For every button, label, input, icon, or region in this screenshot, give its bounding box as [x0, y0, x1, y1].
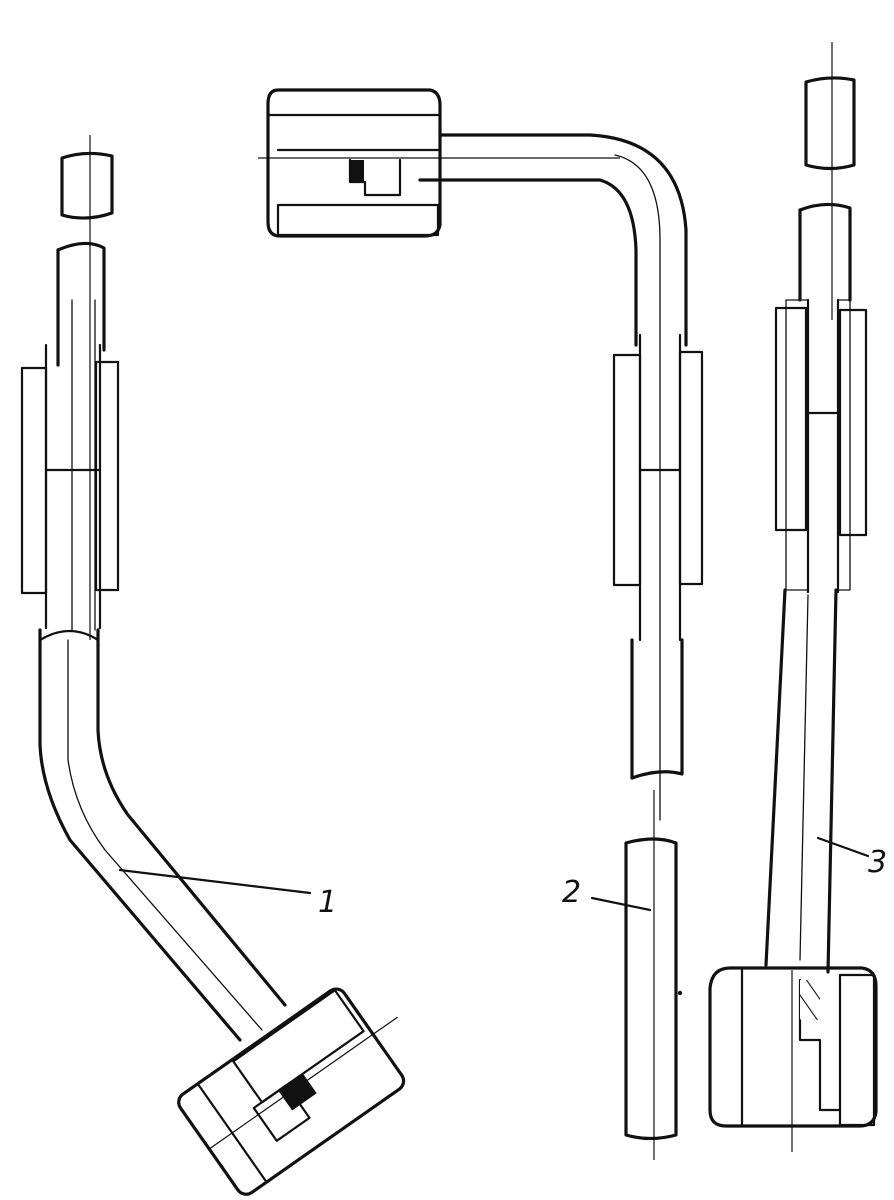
union-nut-2 — [258, 88, 620, 238]
union-nut-3 — [708, 966, 878, 1152]
braided-sleeve-3 — [774, 298, 868, 594]
callout-2: 2 — [562, 875, 652, 912]
pipe-2 — [258, 88, 704, 1160]
pipe-1 — [20, 135, 406, 1196]
braided-sleeve-2 — [612, 333, 704, 642]
callout-3-number: 3 — [868, 845, 887, 880]
pipe-3 — [708, 42, 878, 1152]
callout-1-number: 1 — [318, 885, 337, 920]
callout-1: 1 — [118, 868, 337, 920]
braided-sleeve-1 — [20, 343, 120, 630]
callout-2-number: 2 — [562, 875, 581, 910]
callout-3: 3 — [816, 836, 887, 880]
union-nut-1 — [177, 987, 406, 1196]
